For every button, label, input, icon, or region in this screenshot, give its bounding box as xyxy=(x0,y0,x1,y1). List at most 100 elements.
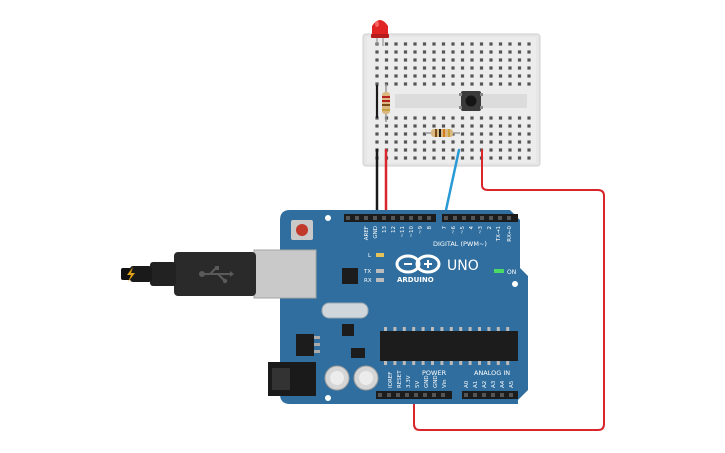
breadboard-hole xyxy=(451,74,455,78)
breadboard-hole xyxy=(394,66,398,70)
breadboard-hole xyxy=(413,50,417,54)
breadboard-hole xyxy=(508,74,512,78)
digital-header[interactable] xyxy=(344,214,518,222)
breadboard-hole xyxy=(498,50,503,54)
breadboard-hole xyxy=(403,132,408,136)
breadboard-hole xyxy=(394,132,398,136)
capacitor-2 xyxy=(353,365,379,391)
breadboard-hole xyxy=(403,66,408,70)
digital-pin-label: ~5 xyxy=(460,226,466,235)
breadboard-hole xyxy=(460,58,465,62)
breadboard-hole xyxy=(479,140,484,144)
crystal xyxy=(321,302,369,319)
breadboard-hole xyxy=(394,58,398,62)
breadboard-hole xyxy=(498,140,503,144)
breadboard-hole xyxy=(470,132,474,136)
breadboard-hole xyxy=(498,82,503,86)
breadboard-hole xyxy=(517,132,522,136)
power-jack[interactable] xyxy=(268,362,316,396)
usb-cable[interactable] xyxy=(121,249,317,299)
breadboard-hole xyxy=(527,50,531,54)
breadboard-hole xyxy=(527,74,531,78)
breadboard-hole xyxy=(384,124,389,128)
resistor-led[interactable] xyxy=(382,84,390,122)
breadboard-hole xyxy=(470,140,474,144)
pushbutton[interactable] xyxy=(459,91,483,111)
analog-header-label: ANALOG IN xyxy=(474,369,510,377)
breadboard-hole xyxy=(527,156,531,160)
brand-label: ARDUINO xyxy=(397,276,434,284)
mounting-hole xyxy=(325,395,331,401)
breadboard[interactable] xyxy=(362,33,541,167)
power-header-label: POWER xyxy=(422,369,447,377)
breadboard-hole xyxy=(479,50,484,54)
breadboard-hole xyxy=(527,58,531,62)
breadboard-hole xyxy=(451,50,455,54)
breadboard-hole xyxy=(375,74,379,78)
voltage-regulator xyxy=(296,334,314,356)
breadboard-hole xyxy=(413,132,417,136)
breadboard-hole xyxy=(403,82,408,86)
breadboard-hole xyxy=(460,82,465,86)
breadboard-hole xyxy=(375,66,379,70)
breadboard-hole xyxy=(403,50,408,54)
breadboard-hole xyxy=(517,156,522,160)
breadboard-hole xyxy=(479,66,484,70)
breadboard-hole xyxy=(460,42,465,46)
breadboard-hole xyxy=(394,148,398,152)
led-tx-label: TX xyxy=(363,269,371,275)
mounting-hole xyxy=(512,281,518,287)
breadboard-hole xyxy=(441,50,446,54)
breadboard-hole xyxy=(479,74,484,78)
wire-red-5v[interactable] xyxy=(413,149,605,431)
digital-pin-label: ~3 xyxy=(478,226,484,235)
breadboard-hole xyxy=(375,140,379,144)
breadboard-hole xyxy=(460,124,465,128)
breadboard-hole xyxy=(384,74,389,78)
power-header[interactable] xyxy=(376,391,452,399)
breadboard-hole xyxy=(451,58,455,62)
breadboard-hole xyxy=(517,148,522,152)
breadboard-hole xyxy=(479,82,484,86)
usb-icon xyxy=(199,266,234,284)
breadboard-hole xyxy=(460,74,465,78)
breadboard-hole xyxy=(508,124,512,128)
breadboard-hole xyxy=(479,116,484,120)
breadboard-hole xyxy=(375,124,379,128)
breadboard-hole xyxy=(470,124,474,128)
digital-pin-label: 12 xyxy=(391,226,397,233)
analog-pin-label: A1 xyxy=(473,381,479,388)
usb-port xyxy=(253,249,317,299)
breadboard-hole xyxy=(508,50,512,54)
breadboard-hole xyxy=(413,156,417,160)
breadboard-hole xyxy=(508,58,512,62)
resistor-button[interactable] xyxy=(425,129,460,137)
digital-header-label: DIGITAL (PWM~) xyxy=(433,240,487,248)
capacitor-1 xyxy=(324,365,350,391)
on-led xyxy=(494,269,504,273)
breadboard-hole xyxy=(384,66,389,70)
breadboard-hole xyxy=(508,42,512,46)
breadboard-hole xyxy=(403,74,408,78)
breadboard-hole xyxy=(432,74,436,78)
breadboard-hole xyxy=(394,116,398,120)
breadboard-hole xyxy=(489,74,493,78)
breadboard-hole xyxy=(498,74,503,78)
breadboard-hole xyxy=(413,82,417,86)
analog-header[interactable] xyxy=(462,391,518,399)
red-led[interactable] xyxy=(371,20,389,46)
breadboard-hole xyxy=(451,82,455,86)
breadboard-hole xyxy=(527,140,531,144)
digital-pin-label: TX→1 xyxy=(496,226,502,242)
breadboard-hole xyxy=(517,124,522,128)
digital-pin-label: RX←0 xyxy=(507,226,513,242)
reset-button[interactable] xyxy=(291,220,313,240)
breadboard-hole xyxy=(432,140,436,144)
breadboard-hole xyxy=(508,82,512,86)
breadboard-hole xyxy=(498,156,503,160)
breadboard-hole xyxy=(498,116,503,120)
breadboard-hole xyxy=(375,50,379,54)
